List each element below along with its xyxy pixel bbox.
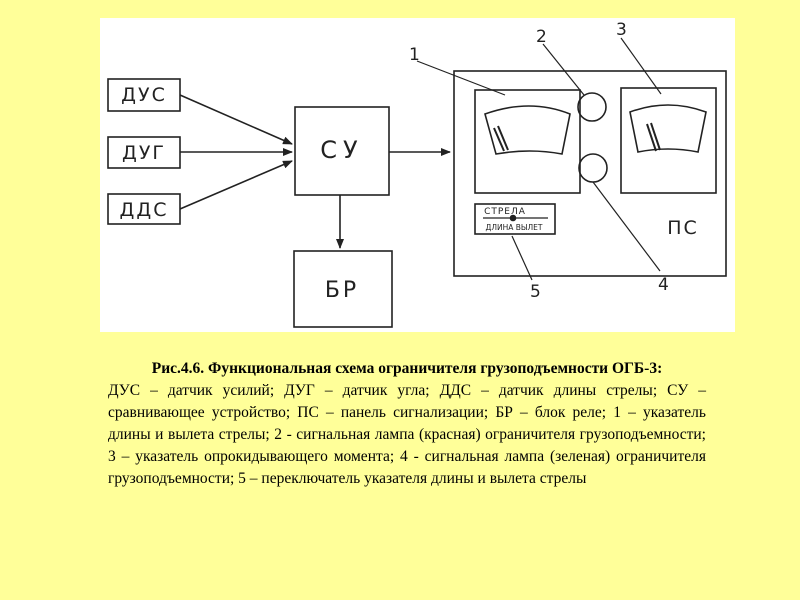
ps-panel [453,70,727,277]
functional-diagram: ДУС ДУГ ДДС СУ БР ПС СТРЕЛА ДЛИНА ВЫЛЕТ … [107,20,727,328]
callout-1: 1 [409,45,420,65]
dds-label: ДДС [120,199,169,221]
length-reach-switch [474,203,556,235]
callout-4: 4 [658,275,669,295]
br-label: БР [325,278,359,303]
switch-label-top: СТРЕЛА [484,207,526,217]
diagram-figure: ДУС ДУГ ДДС СУ БР ПС СТРЕЛА ДЛИНА ВЫЛЕТ … [100,18,735,332]
ps-label: ПС [667,217,699,239]
green-signal-lamp [578,153,608,183]
su-block [294,106,390,196]
overturning-moment-gauge [620,87,717,194]
caption-title: Рис.4.6. Функциональная схема ограничите… [151,360,663,377]
caption-body: ДУС – датчик усилий; ДУГ – датчик угла; … [108,382,706,487]
length-reach-gauge [474,89,581,194]
dus-label: ДУС [121,84,167,106]
dug-label: ДУГ [122,142,166,164]
br-block [293,250,393,328]
figure-caption: Рис.4.6. Функциональная схема ограничите… [108,358,706,490]
callout-3: 3 [616,20,627,40]
su-label: СУ [320,136,363,164]
callout-2: 2 [536,27,547,47]
switch-label-bottom: ДЛИНА ВЫЛЕТ [486,223,543,232]
callout-5: 5 [530,282,541,302]
red-signal-lamp [577,92,607,122]
